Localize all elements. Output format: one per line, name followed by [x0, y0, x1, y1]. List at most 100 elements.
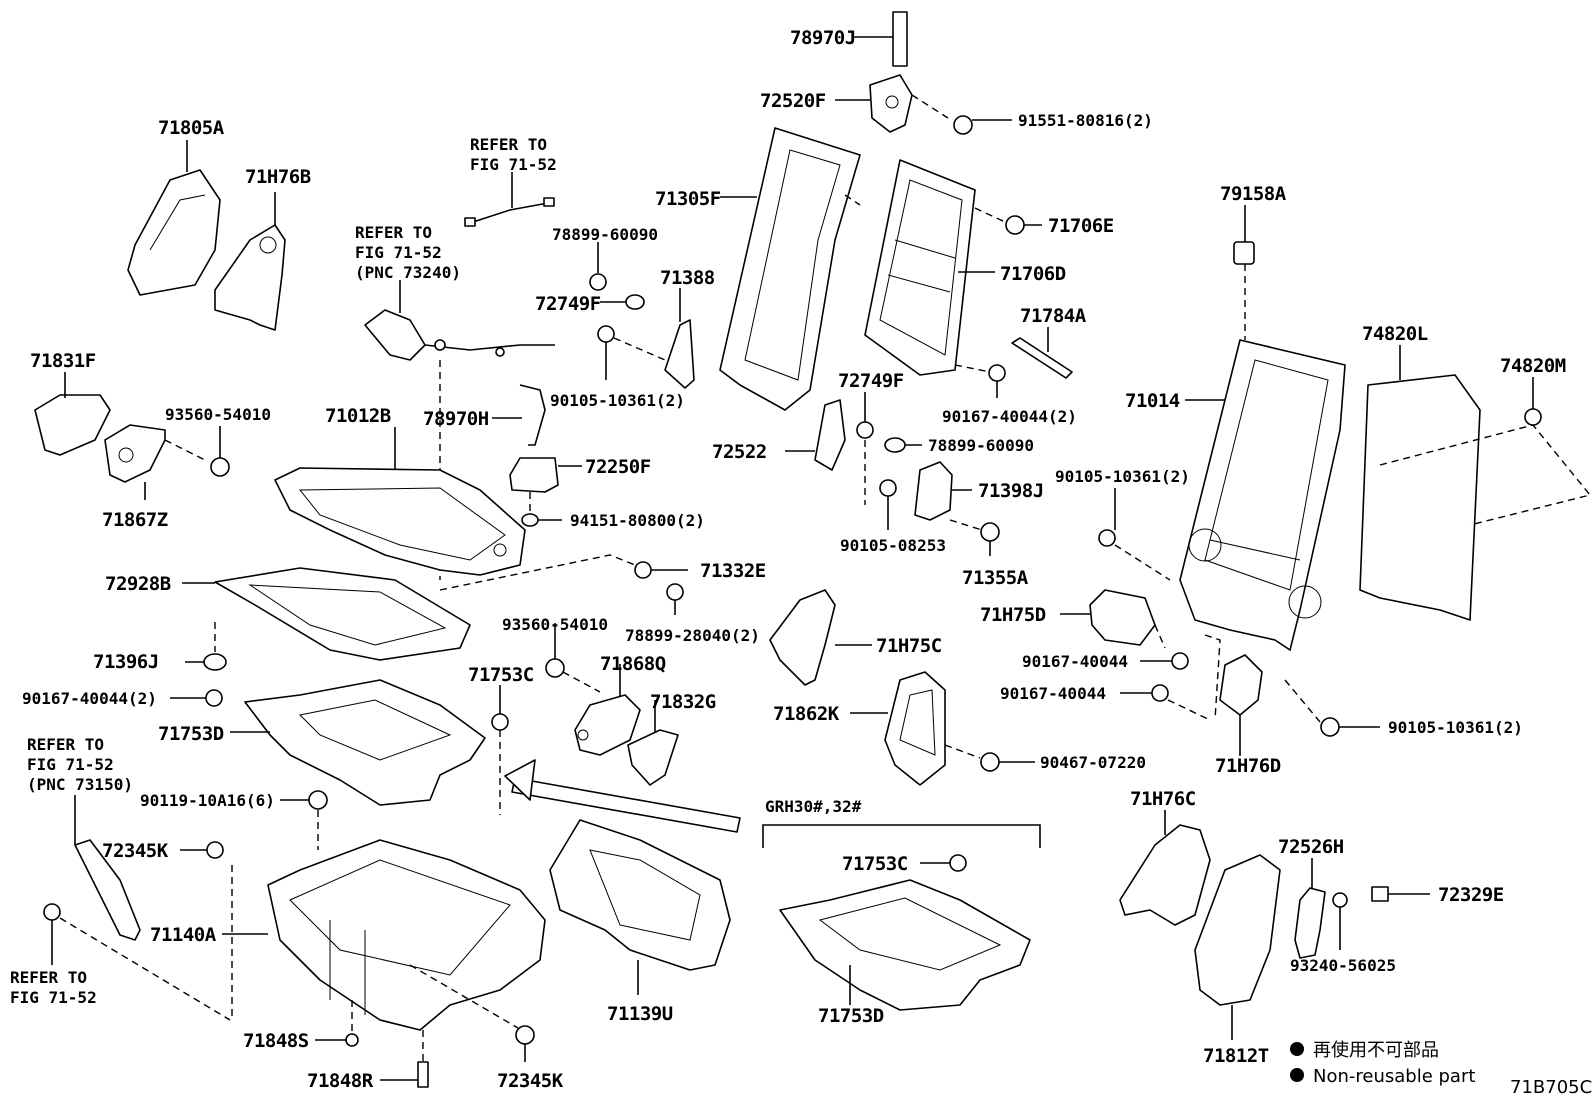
- part-71388: [664, 288, 695, 389]
- label-90105-10361-b: 90105-10361(2): [1055, 467, 1190, 486]
- direction-arrow: [504, 759, 741, 833]
- label-71848R: 71848R: [307, 1070, 374, 1092]
- part-71012B: [274, 427, 526, 576]
- part-72526H: [1294, 858, 1326, 959]
- label-71706D: 71706D: [1000, 263, 1066, 285]
- part-90167-clip-b: [1140, 652, 1189, 670]
- diagram-code: 71B705C: [1510, 1077, 1592, 1098]
- label-71753D-a: 71753D: [158, 723, 224, 745]
- label-71H76B: 71H76B: [245, 166, 311, 188]
- ref2-line2: FIG 71-52: [355, 243, 442, 262]
- part-72928B: [182, 567, 471, 661]
- part-72345K-a: [180, 841, 224, 859]
- label-71868Q: 71868Q: [600, 653, 666, 675]
- part-71014: [1179, 339, 1346, 651]
- label-72250F: 72250F: [585, 456, 651, 478]
- part-71332E: [439, 554, 688, 591]
- part-71H76B: [214, 192, 286, 331]
- part-90467: [944, 744, 1035, 772]
- label-78899-60090-b: 78899-60090: [928, 436, 1034, 455]
- label-78899-60090-a: 78899-60090: [552, 225, 658, 244]
- label-72749F-a: 72749F: [535, 293, 601, 315]
- ref1-line1: REFER TO: [470, 135, 547, 154]
- part-71396J: [185, 622, 227, 671]
- part-90105-bolt-a: [597, 325, 666, 380]
- label-90119: 90119-10A16(6): [140, 791, 275, 810]
- part-71355A: [949, 519, 1000, 556]
- part-90167-bolt-d: [170, 689, 223, 707]
- part-71832G: [627, 700, 679, 786]
- part-74820M: [1379, 377, 1592, 526]
- label-93560-a: 93560-54010: [165, 405, 271, 424]
- label-71805A: 71805A: [158, 117, 225, 139]
- ref2-line3: (PNC 73240): [355, 263, 461, 282]
- ref4-line2: FIG 71-52: [10, 988, 97, 1007]
- label-93240: 93240-56025: [1290, 956, 1396, 975]
- part-71H76C: [1119, 810, 1211, 926]
- label-71867Z: 71867Z: [102, 509, 168, 531]
- part-72345K-b: [409, 964, 535, 1062]
- part-93560-bolt-a: [210, 426, 230, 477]
- label-90105-10361-a: 90105-10361(2): [550, 391, 685, 410]
- label-74820M: 74820M: [1500, 355, 1566, 377]
- part-71848S: [315, 1000, 359, 1047]
- part-72522: [785, 399, 846, 471]
- ref3-line1: REFER TO: [27, 735, 104, 754]
- label-71812T: 71812T: [1203, 1045, 1269, 1067]
- part-90105-08253-bolt: [864, 440, 897, 530]
- label-71753C-a: 71753C: [468, 664, 534, 686]
- part-71753D-a: [230, 679, 486, 806]
- part-71862K: [850, 671, 946, 786]
- label-72928B: 72928B: [105, 573, 171, 595]
- label-71332E: 71332E: [700, 560, 766, 582]
- part-71848R: [380, 1030, 429, 1088]
- label-71H76C: 71H76C: [1130, 788, 1196, 810]
- part-ref4-bolt: [43, 903, 231, 1021]
- label-71140A: 71140A: [150, 924, 217, 946]
- label-90167-40044-a: 90167-40044: [1022, 652, 1128, 671]
- part-71140A: [222, 839, 546, 1031]
- part-71305F: [719, 127, 861, 411]
- label-71388: 71388: [660, 267, 715, 289]
- label-71753D-b: 71753D: [818, 1005, 884, 1027]
- legend-en: Non-reusable part: [1313, 1066, 1475, 1087]
- part-90119-bolt: [280, 790, 328, 850]
- label-71396J: 71396J: [93, 651, 159, 673]
- part-90105-bolt-c: [1284, 679, 1380, 737]
- label-72329E: 72329E: [1438, 884, 1504, 906]
- legend: 再使用不可部品 Non-reusable part 71B705C: [1290, 1040, 1592, 1098]
- part-90167-clip-a: [954, 364, 1006, 398]
- group-bracket: [762, 824, 1041, 848]
- label-71139U: 71139U: [607, 1003, 673, 1025]
- legend-dot-1: [1290, 1042, 1304, 1056]
- label-72520F: 72520F: [760, 90, 826, 112]
- part-71H75D: [1060, 589, 1166, 649]
- label-90105-10361-c: 90105-10361(2): [1388, 718, 1523, 737]
- label-71832G: 71832G: [650, 691, 716, 713]
- part-71H76D: [1204, 634, 1263, 756]
- label-90167-40044-2-a: 90167-40044(2): [942, 407, 1077, 426]
- part-71139U: [549, 819, 731, 995]
- part-71753C-a: [491, 685, 509, 815]
- label-71H75D: 71H75D: [980, 604, 1046, 626]
- label-72749F-b: 72749F: [838, 370, 904, 392]
- part-71H75C: [769, 589, 872, 686]
- label-72345K-b: 72345K: [497, 1070, 564, 1092]
- part-71398J: [914, 461, 972, 521]
- part-72749F-b: [856, 392, 874, 439]
- part-78970J: [852, 11, 908, 67]
- part-71784A: [1011, 327, 1073, 379]
- part-71812T: [1194, 854, 1281, 1040]
- ref2-line1: REFER TO: [355, 223, 432, 242]
- part-78899-60090-a: [589, 242, 607, 291]
- part-94151: [521, 513, 562, 527]
- harness-ref3: [74, 795, 141, 941]
- part-78970H: [492, 384, 546, 446]
- legend-jp: 再使用不可部品: [1313, 1040, 1439, 1061]
- label-71305F: 71305F: [655, 188, 721, 210]
- label-71784A: 71784A: [1020, 305, 1087, 327]
- part-71831F: [34, 372, 111, 456]
- part-74820L: [1359, 345, 1481, 621]
- part-91551-bolt: [953, 115, 1012, 135]
- ref1-line2: FIG 71-52: [470, 155, 557, 174]
